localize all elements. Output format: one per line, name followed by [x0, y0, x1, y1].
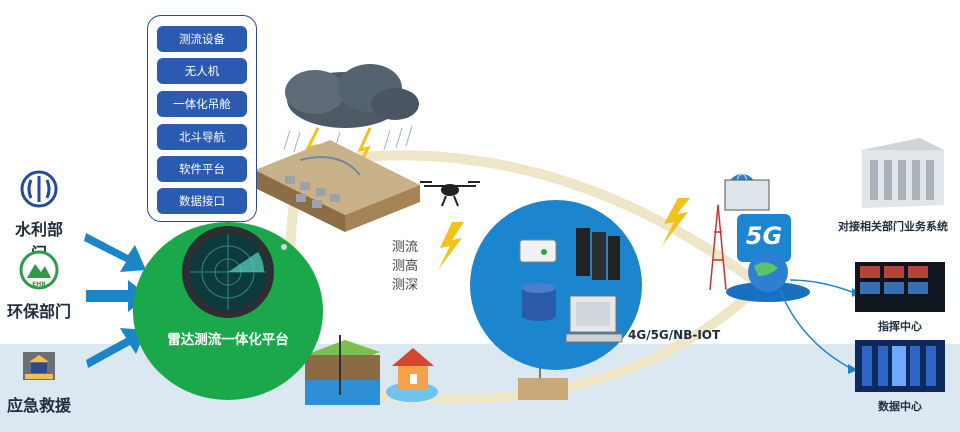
component-item: 无人机: [157, 58, 247, 84]
target-label-business-system: 对接相关部门业务系统: [838, 220, 948, 233]
terrain-model-icon: [255, 140, 420, 232]
server-room-icon: [855, 340, 945, 392]
computer-icon: [565, 295, 623, 343]
network-label: 4G/5G/NB-IOT: [628, 328, 721, 342]
component-item: 一体化吊舱: [157, 91, 247, 117]
department-label: 环保部门: [6, 302, 71, 321]
5g-badge-icon: [737, 214, 791, 262]
component-item: 北斗导航: [157, 124, 247, 150]
router-icon: [519, 239, 557, 263]
department-label: 应急救援: [6, 396, 71, 415]
component-item: 数据接口: [157, 188, 247, 214]
lightning-icon: [438, 222, 464, 270]
measurement-list: 测流 测高 测深: [392, 238, 418, 295]
arrow-emergency: [86, 328, 146, 368]
measurement-item: 测高: [392, 259, 419, 274]
components-panel: 测流设备 无人机 一体化吊舱 北斗导航 软件平台 数据接口: [147, 15, 257, 222]
office-building-icon: [862, 138, 944, 208]
department-arrows: [84, 233, 148, 368]
storm-cloud-icon: [283, 64, 419, 173]
emergency-rescue-logo-icon: [23, 352, 55, 380]
arrow-water: [84, 233, 146, 272]
target-label-command-center: 指挥中心: [878, 320, 922, 333]
drone-icon: [420, 181, 480, 207]
flooded-house-icon: [386, 348, 438, 402]
monitor-icon: [724, 179, 770, 211]
department-environment: EHB 环保部门: [4, 250, 74, 322]
platform-label: 雷达测流一体化平台: [167, 332, 289, 348]
cell-tower-icon: [709, 204, 727, 291]
component-item: 测流设备: [157, 26, 247, 52]
database-icon: [522, 283, 556, 321]
lightning-icon: [662, 198, 690, 246]
arrow-env: [86, 280, 148, 312]
environmental-protection-logo-icon: EHB: [19, 250, 59, 290]
target-label-data-center: 数据中心: [878, 400, 922, 413]
5g-badge-label: 5G: [745, 222, 783, 250]
measurement-item: 测深: [392, 278, 419, 293]
globe-platform-icon: [726, 252, 810, 302]
river-cross-section-icon: [305, 335, 380, 405]
component-item: 软件平台: [157, 156, 247, 182]
measurement-item: 测流: [392, 240, 419, 255]
department-emergency: 应急救援: [4, 350, 74, 416]
water-resources-logo-icon: [20, 170, 58, 208]
server-rack-icon: [576, 228, 620, 280]
connector-lines: [779, 279, 853, 369]
command-center-screens-icon: [855, 262, 945, 312]
svg-text:EHB: EHB: [32, 281, 46, 288]
